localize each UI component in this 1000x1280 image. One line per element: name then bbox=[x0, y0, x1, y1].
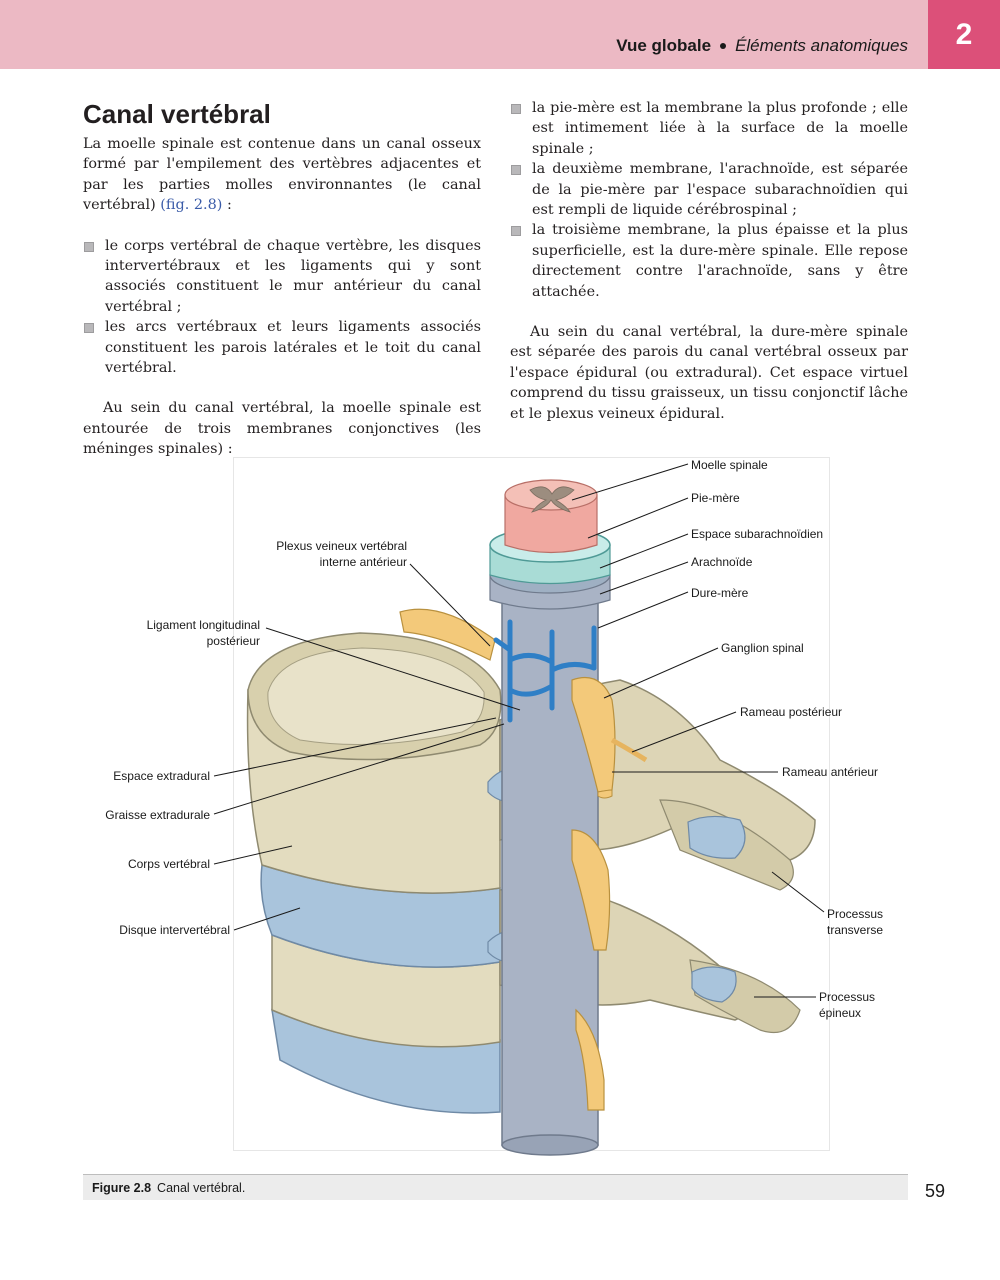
label-graisse-extradurale: Graisse extradurale bbox=[105, 808, 210, 822]
intro-colon: : bbox=[222, 197, 232, 214]
header-section: Vue globale bbox=[616, 36, 712, 55]
label-line: Processus bbox=[819, 990, 876, 1004]
nerve-root-left bbox=[399, 608, 496, 661]
lower-ganglion bbox=[571, 829, 611, 951]
intro-paragraph: La moelle spinale est contenue dans un c… bbox=[83, 134, 481, 216]
epidural-venous-plexus bbox=[493, 619, 597, 723]
header-subsection: Éléments anatomiques bbox=[735, 36, 908, 55]
label-espace-subarachnoidien: Espace subarachnoïdien bbox=[691, 527, 824, 541]
list-item: la pie-mère est la membrane la plus prof… bbox=[510, 98, 908, 159]
label-plexus-veineux: Plexus veineux vertébral interne antérie… bbox=[240, 538, 407, 570]
label-ligament-longitudinal: Ligament longitudinal postérieur bbox=[100, 617, 260, 649]
bottom-nerve bbox=[575, 1008, 605, 1111]
label-line: interne antérieur bbox=[319, 555, 407, 569]
figure-reference-link[interactable]: (fig. 2.8) bbox=[160, 197, 223, 214]
dural-tube-bottom bbox=[501, 1134, 599, 1156]
anterior-ramus bbox=[597, 789, 613, 799]
list-item: le corps vertébral de chaque vertèbre, l… bbox=[83, 236, 481, 318]
label-processus-epineux: Processus épineux bbox=[819, 989, 875, 1021]
spinal-cord-body bbox=[504, 494, 598, 554]
spinal-ganglion bbox=[571, 676, 616, 793]
label-line: postérieur bbox=[206, 634, 260, 648]
label-ganglion-spinal: Ganglion spinal bbox=[721, 641, 804, 655]
chapter-number-badge: 2 bbox=[928, 0, 1000, 69]
section-title: Canal vertébral bbox=[83, 99, 271, 129]
label-rameau-posterieur: Rameau postérieur bbox=[740, 705, 843, 719]
list-item: la troisième membrane, la plus épaisse e… bbox=[510, 220, 908, 302]
label-line: transverse bbox=[827, 923, 884, 937]
label-line: Plexus veineux vertébral bbox=[276, 539, 407, 553]
label-espace-extradural: Espace extradural bbox=[113, 769, 210, 783]
facet-lower bbox=[691, 966, 737, 1003]
label-pie-mere: Pie-mère bbox=[691, 491, 740, 505]
meninges-bullet-list: la pie-mère est la membrane la plus prof… bbox=[510, 98, 908, 302]
posterior-ramus bbox=[610, 737, 648, 763]
text-column-right: la pie-mère est la membrane la plus prof… bbox=[510, 98, 908, 424]
page-number: 59 bbox=[925, 1181, 946, 1201]
label-disque-intervertebral: Disque intervertébral bbox=[119, 923, 230, 937]
epidural-paragraph: Au sein du canal vertébral, la dure-mère… bbox=[510, 324, 908, 422]
intro-text: La moelle spinale est contenue dans un c… bbox=[83, 136, 481, 214]
running-header-band bbox=[0, 0, 928, 69]
leader-lines bbox=[213, 463, 825, 998]
label-moelle-spinale: Moelle spinale bbox=[691, 458, 768, 472]
label-line: épineux bbox=[819, 1006, 862, 1020]
running-header-title: Vue globale Éléments anatomiques bbox=[616, 36, 908, 56]
label-corps-vertebral: Corps vertébral bbox=[127, 857, 210, 871]
facet-upper bbox=[687, 815, 746, 859]
vertebral-body-top-inner bbox=[267, 647, 485, 745]
label-arachnoide: Arachnoïde bbox=[691, 555, 753, 569]
list-item: les arcs vertébraux et leurs ligaments a… bbox=[83, 317, 481, 378]
label-line: Processus bbox=[827, 907, 884, 921]
caption-text: Canal vertébral. bbox=[157, 1181, 246, 1195]
wall-bullet-list: le corps vertébral de chaque vertèbre, l… bbox=[83, 236, 481, 379]
caption-number: Figure 2.8 bbox=[92, 1181, 152, 1195]
text-column-left: Canal vertébral La moelle spinale est co… bbox=[83, 98, 481, 460]
label-rameau-anterieur: Rameau antérieur bbox=[782, 765, 879, 779]
grey-matter bbox=[529, 486, 575, 513]
list-item: la deuxième membrane, l'arachnoïde, est … bbox=[510, 159, 908, 220]
label-line: Ligament longitudinal bbox=[146, 618, 260, 632]
meninges-intro-paragraph: Au sein du canal vertébral, la moelle sp… bbox=[83, 400, 481, 458]
label-processus-transverse: Processus transverse bbox=[827, 906, 883, 938]
figure-caption: Figure 2.8 Canal vertébral. bbox=[83, 1174, 908, 1200]
header-bullet-icon bbox=[720, 42, 727, 49]
label-dure-mere: Dure-mère bbox=[691, 586, 749, 600]
